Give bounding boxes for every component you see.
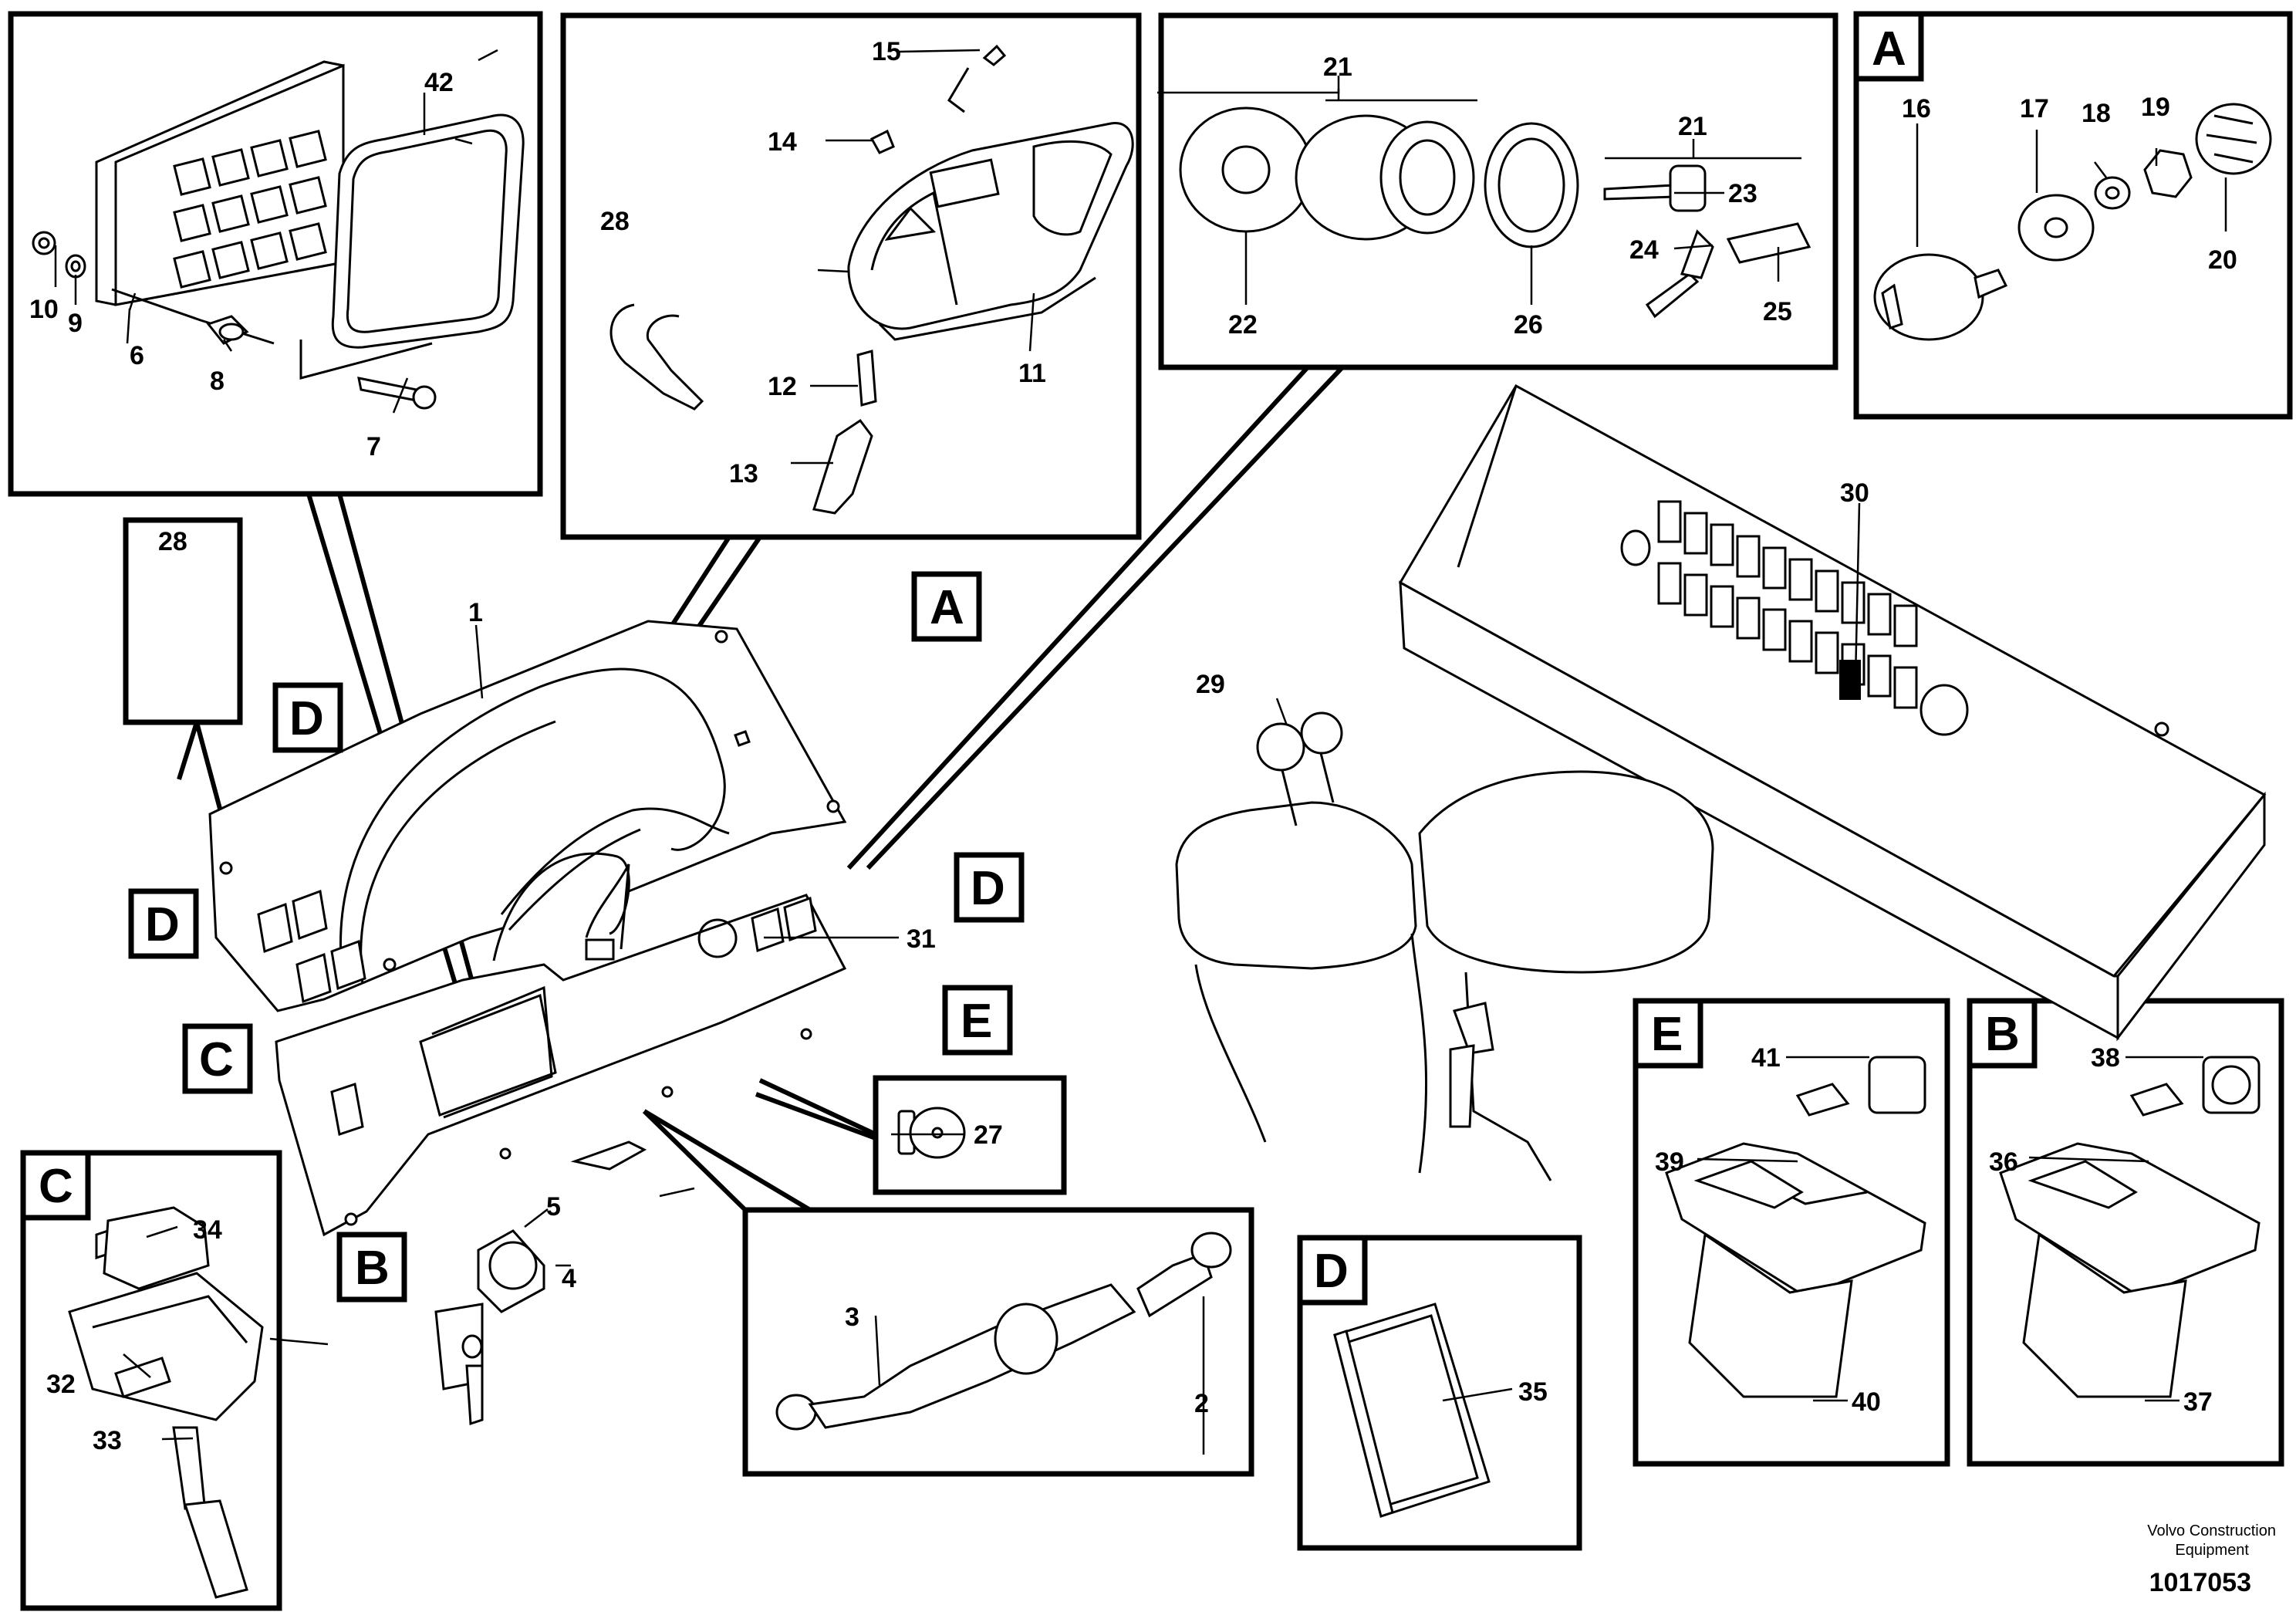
detail-a-parts <box>1873 103 2272 341</box>
part-label-20: 20 <box>2208 245 2237 275</box>
detail-d-panel <box>1333 1303 1491 1518</box>
part-label-13: 13 <box>729 459 758 488</box>
part-label-33: 33 <box>93 1426 122 1455</box>
joystick-console <box>1175 711 1714 1181</box>
part-label-1: 1 <box>468 598 483 627</box>
part-label-30: 30 <box>1840 478 1869 508</box>
detail-frame-c <box>20 1150 282 1611</box>
detail-frame-28 <box>123 517 243 725</box>
part-label-8: 8 <box>210 367 225 396</box>
part-label-23: 23 <box>1728 179 1757 208</box>
detail-label-d-upper: D <box>289 692 324 745</box>
detail-frame-ignition-switch <box>1158 12 1838 370</box>
part-label-11: 11 <box>1018 359 1046 388</box>
part-label-18: 18 <box>2082 99 2111 128</box>
lever-switch <box>775 1232 1232 1431</box>
part-label-9: 9 <box>68 309 83 338</box>
leader-lines <box>54 49 2227 1455</box>
part-label-28-top: 28 <box>600 207 630 236</box>
figure-id: 1017053 <box>2149 1568 2251 1597</box>
main-dash-panel <box>208 620 847 1237</box>
detail-frame-keypad <box>8 11 543 497</box>
connector-27 <box>897 1107 966 1159</box>
part-label-31: 31 <box>907 924 936 954</box>
detail-label-e-box: E <box>1651 1008 1683 1061</box>
part-label-24: 24 <box>1629 235 1659 265</box>
part-label-39: 39 <box>1655 1147 1684 1177</box>
part-label-19: 19 <box>2141 93 2170 122</box>
part-label-40: 40 <box>1852 1387 1881 1417</box>
detail-frame-d <box>1297 1235 1582 1551</box>
detail-c-switch <box>68 1206 264 1599</box>
part-label-21-right: 21 <box>1678 112 1707 141</box>
part-label-17: 17 <box>2020 94 2049 123</box>
part-label-42: 42 <box>424 68 454 97</box>
detail-label-c-box: C <box>39 1160 73 1213</box>
part-label-16: 16 <box>1902 94 1931 123</box>
part-label-32: 32 <box>46 1370 76 1399</box>
part-label-28-box: 28 <box>158 527 187 556</box>
detail-e-switch <box>1665 1056 1926 1398</box>
detail-frame-a <box>1853 11 2293 420</box>
part-label-10: 10 <box>29 295 59 324</box>
part-label-4: 4 <box>562 1264 576 1293</box>
part-label-25: 25 <box>1763 297 1792 326</box>
detail-label-d-left: D <box>145 898 180 951</box>
instrument-cluster <box>609 44 1134 515</box>
part-label-29: 29 <box>1196 670 1225 699</box>
connector-4 <box>434 1229 545 1426</box>
detail-label-d-right: D <box>971 862 1005 915</box>
detail-label-a-panel: A <box>930 581 964 634</box>
part-label-36: 36 <box>1989 1147 2018 1177</box>
part-label-38: 38 <box>2091 1043 2120 1073</box>
part-label-41: 41 <box>1751 1043 1781 1073</box>
footer-company-line1: Volvo Construction <box>2147 1522 2276 1539</box>
part-label-15: 15 <box>872 37 901 66</box>
detail-label-c-panel: C <box>199 1033 234 1086</box>
detail-label-b-panel: B <box>355 1242 390 1295</box>
detail-letter-boxes <box>20 11 2038 1306</box>
side-console <box>1398 384 2267 1042</box>
detail-label-a-top: A <box>1872 22 1906 76</box>
part-label-26: 26 <box>1514 310 1543 340</box>
detail-frame-switch-2 <box>742 1207 1254 1477</box>
part-label-3: 3 <box>845 1303 859 1332</box>
part-label-34: 34 <box>193 1215 222 1245</box>
part-label-5: 5 <box>546 1192 561 1222</box>
detail-frame-27 <box>873 1075 1067 1195</box>
detail-label-b-box: B <box>1985 1008 2020 1061</box>
keypad-assembly <box>32 60 525 410</box>
detail-frame-instrument-cluster <box>560 12 1142 540</box>
part-label-21-left: 21 <box>1323 52 1352 82</box>
part-label-12: 12 <box>768 372 797 401</box>
part-label-22: 22 <box>1228 310 1258 340</box>
footer-company-line2: Equipment <box>2175 1542 2249 1559</box>
detail-b-switch <box>1999 1056 2261 1398</box>
part-label-7: 7 <box>366 432 381 461</box>
detail-label-e-panel: E <box>961 995 992 1048</box>
part-label-27: 27 <box>974 1120 1003 1150</box>
part-label-35: 35 <box>1518 1377 1548 1407</box>
part-label-2: 2 <box>1194 1389 1209 1418</box>
detail-label-d-box: D <box>1314 1245 1349 1298</box>
part-label-14: 14 <box>768 127 797 157</box>
ignition-switch <box>1179 106 1811 319</box>
part-label-37: 37 <box>2183 1387 2213 1417</box>
detail-frame-e <box>1633 998 1950 1467</box>
part-label-6: 6 <box>130 341 144 370</box>
